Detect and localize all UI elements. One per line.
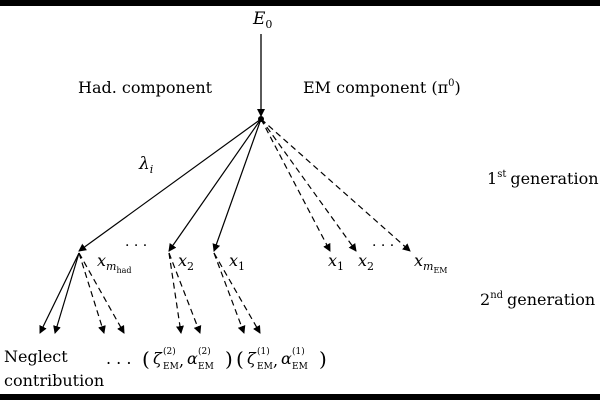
x-m-had-label: xmhad xyxy=(97,251,132,275)
zeta-2-sup: (2) xyxy=(163,346,176,357)
zeta-1-sub: EM xyxy=(257,362,273,372)
paren-open-2: ( xyxy=(142,347,150,371)
alpha-2-sub: EM xyxy=(198,362,214,372)
gen2-em-arrow-a xyxy=(78,252,106,334)
zeta-1-sup: (1) xyxy=(257,346,270,357)
paren-close-2: ) xyxy=(225,347,233,371)
had-arrow-m xyxy=(78,118,262,252)
had-arrow-1 xyxy=(212,118,262,252)
gen2-x1-arrow-a xyxy=(213,252,246,334)
gen2-had-arrow-b xyxy=(53,252,80,334)
x-1-em-label: x1 xyxy=(328,251,344,273)
zeta-2-label: ζ xyxy=(153,349,163,368)
em-arrow-m xyxy=(260,118,411,252)
x-1-had-label: x1 xyxy=(229,251,245,273)
zeta-2-sub: EM xyxy=(163,362,179,372)
x-m-em-label: xmEM xyxy=(414,251,448,275)
zeta-1-label: ζ xyxy=(247,349,257,368)
had-component-label: Had. component xyxy=(78,78,213,97)
lambda-label: λi xyxy=(138,154,153,176)
em-arrow-1 xyxy=(260,118,331,252)
gen2-had-arrow-a xyxy=(39,252,80,334)
gen2-x2-arrow-b xyxy=(168,252,202,334)
root-energy-label: E0 xyxy=(252,9,272,31)
top-border-bar xyxy=(0,0,600,6)
paren-close-1: ) xyxy=(319,347,327,371)
had-arrow-2 xyxy=(168,118,262,252)
comma-2: , xyxy=(179,351,184,370)
alpha-1-label: α xyxy=(281,349,292,368)
x-2-em-label: x2 xyxy=(358,251,374,273)
em-component-label: EM component (π0) xyxy=(303,78,461,97)
alpha-2-label: α xyxy=(187,349,198,368)
paren-open-1: ( xyxy=(236,347,244,371)
alpha-1-sub: EM xyxy=(292,362,308,372)
gen2-em-arrow-b xyxy=(78,252,125,334)
em-arrow-2 xyxy=(260,118,357,252)
contribution-label: contribution xyxy=(4,371,104,390)
bottom-dots: . . . xyxy=(106,349,131,368)
x-2-had-label: x2 xyxy=(178,251,194,273)
bottom-border-bar xyxy=(0,394,600,400)
alpha-1-sup: (1) xyxy=(292,346,305,357)
gen2-x1-arrow-b xyxy=(213,252,261,334)
alpha-2-sup: (2) xyxy=(198,346,211,357)
gen2-x2-arrow-a xyxy=(168,252,184,334)
comma-1: , xyxy=(273,351,278,370)
em-dots: · · · xyxy=(372,238,394,254)
had-dots: · · · xyxy=(125,238,147,254)
neglect-label: Neglect xyxy=(4,347,68,366)
